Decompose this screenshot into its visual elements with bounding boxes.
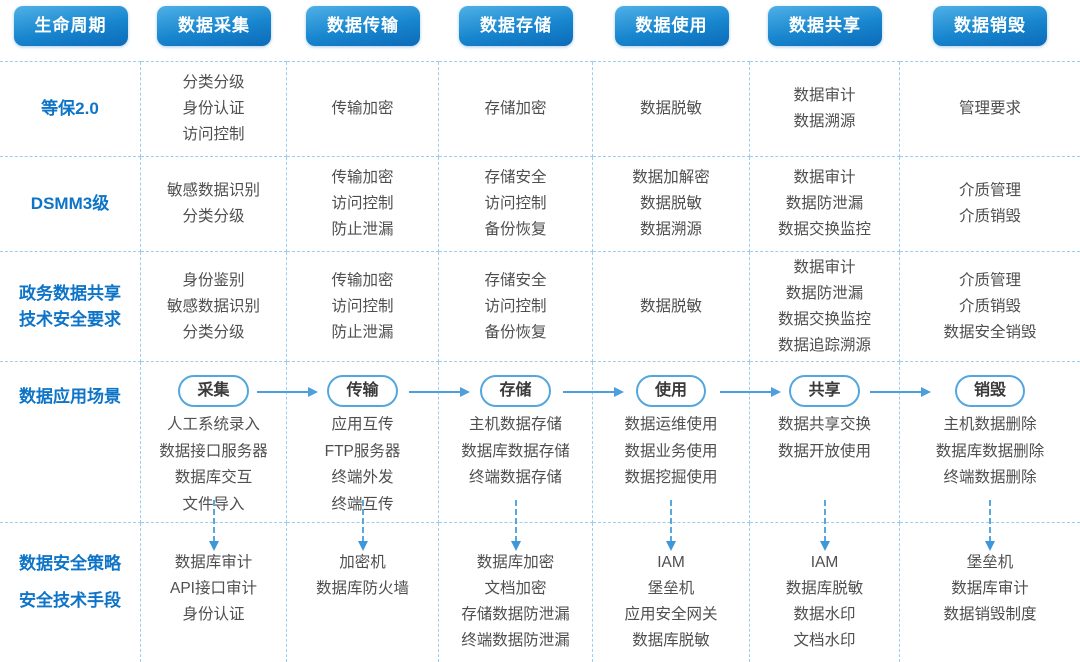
header-cell-usage: 数据使用 [593, 0, 750, 62]
row-label-security-measures: 数据安全策略 安全技术手段 [0, 523, 141, 662]
cell-gov-sharing: 数据审计 数据防泄漏 数据交换监控 数据追踪溯源 [750, 252, 900, 362]
cell-tech-sharing: IAM 数据库脱敏 数据水印 文档水印 [750, 523, 900, 662]
stage-badge-storage: 存储 [480, 375, 551, 407]
header-cell-lifecycle: 生命周期 [0, 0, 141, 62]
header-cell-transmission: 数据传输 [287, 0, 439, 62]
flow-arrow-down-sharing [820, 500, 830, 551]
stage-cell-sharing: 共享 数据共享交换 数据开放使用 [750, 362, 900, 523]
flow-arrow-right-4 [720, 387, 781, 397]
cell-dsmm-collection: 敏感数据识别 分类分级 [141, 157, 287, 252]
stage-badge-destruction: 销毁 [954, 375, 1025, 407]
stage-items-transmission: 应用互传 FTP服务器 终端外发 终端互传 [324, 416, 401, 513]
stage-items-sharing: 数据共享交换 数据开放使用 [777, 416, 871, 460]
cell-djb-destruction: 管理要求 [900, 62, 1080, 157]
stage-items-destruction: 主机数据删除 数据库数据删除 终端数据删除 [935, 416, 1045, 486]
cell-dsmm-usage: 数据加解密 数据脱敏 数据溯源 [593, 157, 750, 252]
header-cell-destruction: 数据销毁 [900, 0, 1080, 62]
stage-cell-usage: 使用 数据运维使用 数据业务使用 数据挖掘使用 [593, 362, 750, 523]
cell-gov-destruction: 介质管理 介质销毁 数据安全销毁 [900, 252, 1080, 362]
flow-arrow-down-usage [666, 500, 676, 551]
header-collection: 数据采集 [157, 6, 271, 46]
header-cell-collection: 数据采集 [141, 0, 287, 62]
flow-arrow-right-1 [257, 387, 318, 397]
header-transmission: 数据传输 [306, 6, 420, 46]
cell-djb-sharing: 数据审计 数据溯源 [750, 62, 900, 157]
header-lifecycle: 生命周期 [13, 6, 128, 46]
stage-items-usage: 数据运维使用 数据业务使用 数据挖掘使用 [624, 416, 718, 486]
stage-items-storage: 主机数据存储 数据库数据存储 终端数据存储 [461, 416, 570, 486]
stage-badge-sharing: 共享 [789, 375, 860, 407]
flow-arrow-down-destruction [985, 500, 995, 551]
cell-djb-storage: 存储加密 [439, 62, 593, 157]
stage-badge-collection: 采集 [178, 375, 249, 407]
cell-djb-usage: 数据脱敏 [593, 62, 750, 157]
flow-arrow-down-collection [209, 500, 219, 551]
header-storage: 数据存储 [459, 6, 573, 46]
flow-arrow-right-2 [409, 387, 470, 397]
header-cell-storage: 数据存储 [439, 0, 593, 62]
row-label-classified-protection: 等保2.0 [0, 62, 141, 157]
cell-gov-transmission: 传输加密 访问控制 防止泄漏 [287, 252, 439, 362]
stage-badge-transmission: 传输 [327, 375, 398, 407]
row-label-application-scenarios: 数据应用场景 [0, 362, 141, 523]
cell-dsmm-storage: 存储安全 访问控制 备份恢复 [439, 157, 593, 252]
stage-cell-collection: 采集 人工系统录入 数据接口服务器 数据库交互 文件导入 [141, 362, 287, 523]
row-label-dsmm: DSMM3级 [0, 157, 141, 252]
row-label-gov-data-sharing: 政务数据共享 技术安全要求 [0, 252, 141, 362]
cell-djb-transmission: 传输加密 [287, 62, 439, 157]
cell-tech-collection: 数据库审计 API接口审计 身份认证 [141, 523, 287, 662]
stage-badge-usage: 使用 [635, 375, 706, 407]
stage-cell-storage: 存储 主机数据存储 数据库数据存储 终端数据存储 [439, 362, 593, 523]
header-sharing: 数据共享 [768, 6, 882, 46]
cell-gov-usage: 数据脱敏 [593, 252, 750, 362]
cell-tech-usage: IAM 堡垒机 应用安全网关 数据库脱敏 [593, 523, 750, 662]
stage-cell-destruction: 销毁 主机数据删除 数据库数据删除 终端数据删除 [900, 362, 1080, 523]
flow-arrow-right-5 [870, 387, 931, 397]
cell-tech-storage: 数据库加密 文档加密 存储数据防泄漏 终端数据防泄漏 [439, 523, 593, 662]
cell-tech-transmission: 加密机 数据库防火墙 [287, 523, 439, 662]
cell-gov-collection: 身份鉴别 敏感数据识别 分类分级 [141, 252, 287, 362]
cell-tech-destruction: 堡垒机 数据库审计 数据销毁制度 [943, 554, 1037, 623]
cell-dsmm-destruction: 介质管理 介质销毁 [900, 157, 1080, 252]
cell-dsmm-sharing: 数据审计 数据防泄漏 数据交换监控 [750, 157, 900, 252]
cell-gov-storage: 存储安全 访问控制 备份恢复 [439, 252, 593, 362]
flow-arrow-right-3 [563, 387, 624, 397]
header-cell-sharing: 数据共享 [750, 0, 900, 62]
flow-arrow-down-storage [511, 500, 521, 551]
header-usage: 数据使用 [614, 6, 729, 46]
stage-cell-transmission: 传输 应用互传 FTP服务器 终端外发 终端互传 [287, 362, 439, 523]
cell-dsmm-transmission: 传输加密 访问控制 防止泄漏 [287, 157, 439, 252]
header-destruction: 数据销毁 [933, 6, 1047, 46]
flow-arrow-down-transmission [358, 500, 368, 551]
cell-djb-collection: 分类分级 身份认证 访问控制 [141, 62, 287, 157]
